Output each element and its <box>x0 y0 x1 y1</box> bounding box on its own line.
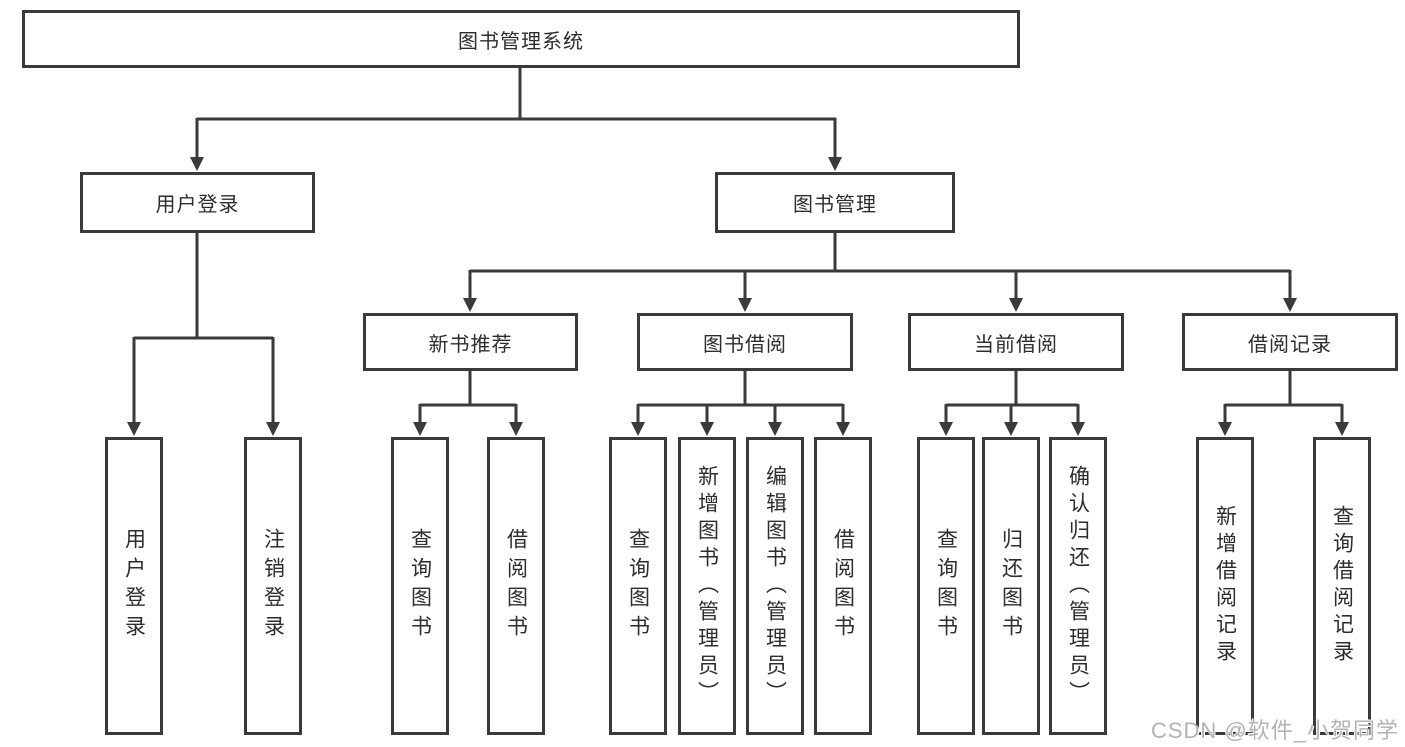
node-book-management-branch: 图书管理 <box>715 172 955 233</box>
node-new-book-recommend: 新书推荐 <box>363 313 578 371</box>
node-root: 图书管理系统 <box>22 10 1020 68</box>
csdn-watermark: CSDN @软件_小贺同学 <box>1150 718 1399 743</box>
node-current-borrow: 当前借阅 <box>908 313 1124 371</box>
connector-paths <box>132 68 1344 424</box>
leaf-records-query-record: 查询借阅记录 <box>1313 437 1371 735</box>
leaf-borrow-add-books-admin: 新增图书（管理员） <box>678 437 736 735</box>
leaf-records-add-record: 新增借阅记录 <box>1196 437 1254 735</box>
leaf-recommend-query-books: 查询图书 <box>391 437 449 735</box>
node-borrow-records: 借阅记录 <box>1182 313 1398 371</box>
leaf-borrow-query-books: 查询图书 <box>609 437 667 735</box>
arrowheads <box>127 157 1349 436</box>
node-book-borrow: 图书借阅 <box>637 313 853 371</box>
leaf-logout: 注销登录 <box>244 437 302 735</box>
leaf-current-query-books: 查询图书 <box>917 437 975 735</box>
leaf-borrow-edit-books-admin: 编辑图书（管理员） <box>746 437 804 735</box>
leaf-user-login: 用户登录 <box>105 437 163 735</box>
node-user-login-branch: 用户登录 <box>80 172 315 233</box>
leaf-recommend-borrow-books: 借阅图书 <box>487 437 545 735</box>
leaf-current-confirm-return-admin: 确认归还（管理员） <box>1049 437 1107 735</box>
leaf-current-return-books: 归还图书 <box>982 437 1040 735</box>
leaf-borrow-borrow-books: 借阅图书 <box>814 437 872 735</box>
